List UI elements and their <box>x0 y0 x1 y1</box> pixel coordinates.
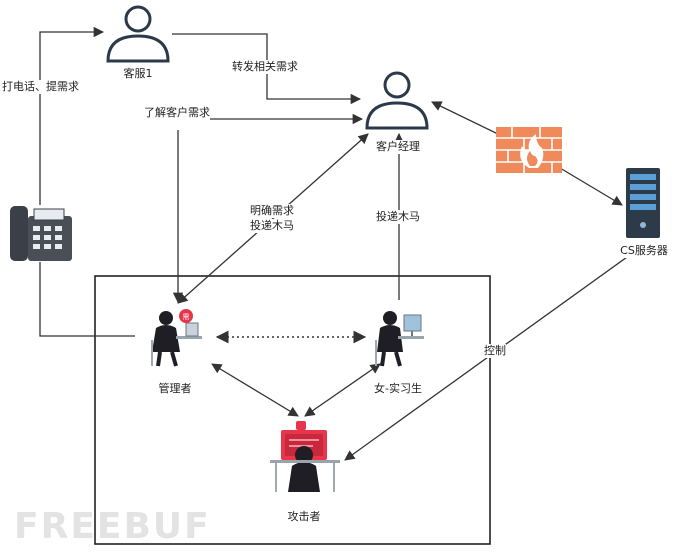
person-icon <box>365 71 429 130</box>
internal-network-box <box>94 275 491 545</box>
edge-phone-to-kefu <box>39 26 105 205</box>
connectors <box>39 26 642 461</box>
edge-admin-attacker <box>211 363 299 417</box>
edge-label-deliver: 投递木马 <box>376 210 420 224</box>
node-label-account-manager: 客户经理 <box>376 140 420 154</box>
edge-admin-to-phone <box>39 262 135 337</box>
node-label-attacker: 攻击者 <box>287 510 321 524</box>
edge-admin-manager <box>177 133 369 304</box>
admin-figure-icon: 需 <box>151 309 202 367</box>
server-icon <box>626 168 660 238</box>
edge-firewall-server <box>559 167 623 206</box>
edge-label-forward: 转发相关需求 <box>232 60 298 74</box>
watermark: FREEBUF <box>14 506 211 547</box>
node-label-cs-server: CS服务器 <box>620 244 668 258</box>
intern-figure-icon <box>375 311 424 367</box>
node-label-kefu1: 客服1 <box>123 67 153 81</box>
svg-text:需: 需 <box>183 313 190 321</box>
hacker-icon <box>270 421 340 492</box>
person-icon <box>106 5 170 63</box>
edge-label-clarify-2: 投递木马 <box>250 219 294 233</box>
edge-label-learn: 了解客户需求 <box>144 106 210 120</box>
node-label-admin: 管理者 <box>158 382 192 396</box>
edge-label-control: 控制 <box>484 344 506 358</box>
edge-manager-firewall <box>431 101 501 136</box>
phone-icon <box>10 206 72 261</box>
node-label-intern: 女-实习生 <box>374 382 422 396</box>
edge-label-clarify-1: 明确需求 <box>250 204 294 218</box>
firewall-icon <box>496 127 562 173</box>
edge-intern-attacker <box>304 363 381 417</box>
edge-label-phone-call: 打电话、提需求 <box>2 80 79 94</box>
